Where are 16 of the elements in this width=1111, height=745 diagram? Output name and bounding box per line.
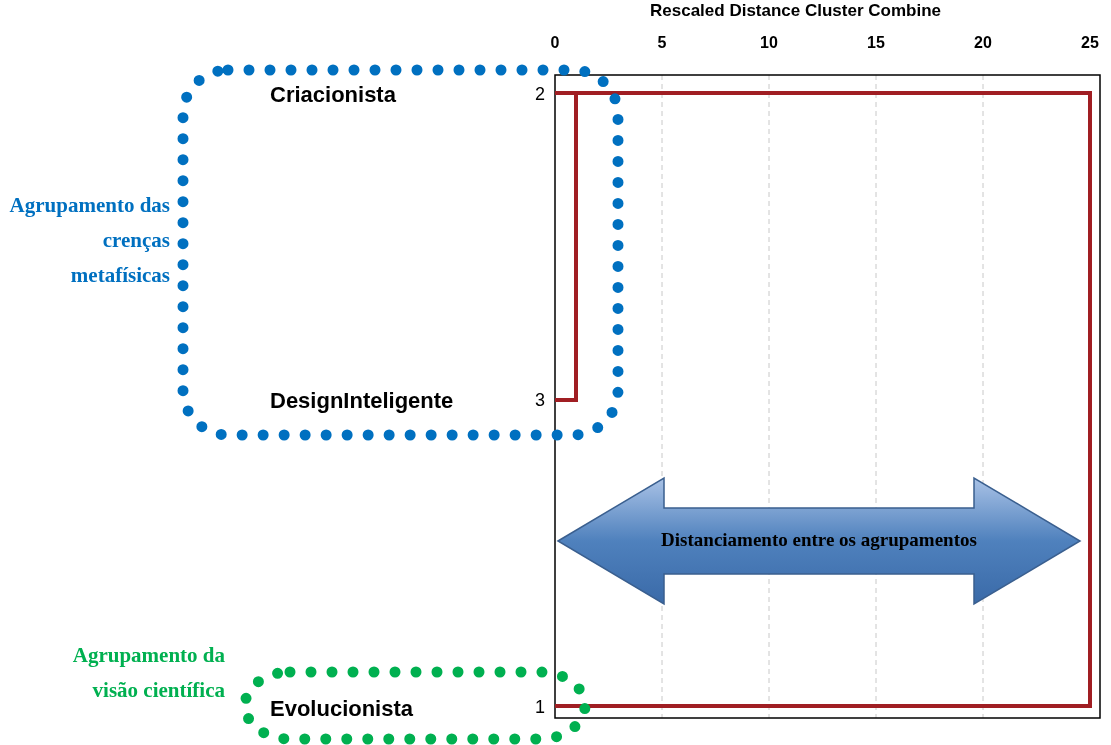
tick-label: 25 [1080, 34, 1100, 52]
group-caption: Agrupamento da visão científica [71, 642, 225, 704]
leaf-number: 3 [534, 390, 545, 411]
leaf-number: 2 [534, 84, 545, 105]
arrow-label: Distanciamento entre os agrupamentos [660, 529, 978, 551]
tick-label: 15 [866, 34, 886, 52]
tick-label: 10 [759, 34, 779, 52]
tick-label: 20 [973, 34, 993, 52]
leaf-number: 1 [534, 697, 545, 718]
leaf-label: Evolucionista [270, 696, 414, 722]
tick-label: 5 [656, 34, 668, 52]
leaf-label: Criacionista [270, 82, 396, 108]
leaf-label: DesignInteligente [270, 388, 454, 414]
group-caption: Agrupamento das crenças metafísicas [8, 192, 170, 289]
tick-label: 0 [549, 34, 561, 52]
axis-title: Rescaled Distance Cluster Combine [650, 1, 941, 21]
